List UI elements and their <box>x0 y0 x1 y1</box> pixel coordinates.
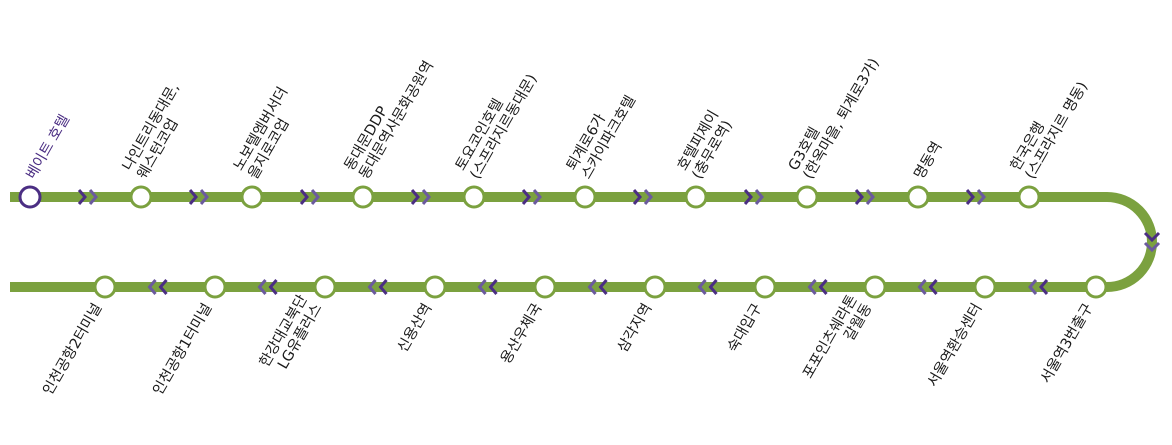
station-label-line: 서울역3번출구 <box>1037 301 1096 387</box>
station-label: 토요코인호텔(스프라지르동대문) <box>452 63 540 182</box>
station-marker <box>573 185 597 209</box>
direction-arrow-outbound <box>743 189 764 205</box>
direction-arrow-return <box>917 279 938 295</box>
station-label-line: 숙대입구 <box>724 301 765 356</box>
station-label-line: 인천공항1터미널 <box>149 301 215 398</box>
start-station-marker <box>18 185 42 209</box>
station-marker <box>313 275 337 299</box>
start-station-label: 베이트 호텔 <box>23 112 73 182</box>
station-label-line: 신용산역 <box>394 301 435 356</box>
station-label: 한국은행(스프라지르 명동) <box>1007 70 1091 182</box>
station-label: 서울역3번출구 <box>1037 301 1096 387</box>
station-label-line: 삼각지역 <box>614 301 655 356</box>
station-marker <box>129 185 153 209</box>
direction-arrow-return <box>257 279 278 295</box>
station-label: 동대문DDP동대문역사문화공원역 <box>341 49 437 182</box>
station-marker <box>93 275 117 299</box>
station-label: 명동역 <box>911 139 946 182</box>
station-label: 숙대입구 <box>724 301 765 356</box>
station-marker <box>906 185 930 209</box>
station-label: 호텔피제이(충무로역) <box>674 107 737 182</box>
station-label: G3호텔(한옥마을, 퇴계로3가) <box>785 47 883 182</box>
station-marker <box>643 275 667 299</box>
station-label: 인천공항1터미널 <box>149 301 215 398</box>
direction-arrow-outbound <box>77 189 98 205</box>
station-marker <box>863 275 887 299</box>
station-marker <box>351 185 375 209</box>
station-label-line: (한옥마을, 퇴계로3가) <box>800 55 883 182</box>
station-marker <box>1017 185 1041 209</box>
direction-arrow-return <box>587 279 608 295</box>
station-marker <box>684 185 708 209</box>
station-marker <box>795 185 819 209</box>
station-label-line: 명동역 <box>911 139 946 182</box>
route-line <box>10 192 1157 292</box>
station-label-line: 용산우체국 <box>497 301 545 367</box>
station-marker <box>973 275 997 299</box>
direction-arrow-outbound <box>632 189 653 205</box>
station-marker <box>240 185 264 209</box>
station-marker <box>533 275 557 299</box>
station-label: 퇴계로6가스카이파크호텔 <box>563 84 639 182</box>
direction-arrow-return <box>367 279 388 295</box>
station-label: 삼각지역 <box>614 301 655 356</box>
station-label: 나인트리동대문,웨스턴코업 <box>119 80 197 182</box>
station-marker <box>462 185 486 209</box>
station-label: 포포인츠쉐라톤갈월동 <box>799 292 875 390</box>
direction-arrow-return <box>147 279 168 295</box>
station-marker <box>423 275 447 299</box>
direction-arrow-outbound <box>299 189 320 205</box>
direction-arrow-return <box>807 279 828 295</box>
direction-arrow-outbound <box>410 189 431 205</box>
direction-arrow-turn <box>1143 231 1161 253</box>
direction-arrow-return <box>477 279 498 295</box>
station-label-line: 인천공항2터미널 <box>39 301 105 398</box>
direction-arrow-outbound <box>854 189 875 205</box>
station-marker <box>1084 275 1108 299</box>
direction-arrow-outbound <box>521 189 542 205</box>
station-label: 한강대교북단LG유플러스 <box>256 292 325 378</box>
station-label-line: 서울역환승센터 <box>924 301 985 390</box>
direction-arrow-return <box>1028 279 1049 295</box>
direction-arrow-outbound <box>188 189 209 205</box>
station-marker <box>203 275 227 299</box>
direction-arrow-return <box>697 279 718 295</box>
station-label: 인천공항2터미널 <box>39 301 105 398</box>
station-marker <box>753 275 777 299</box>
station-label: 신용산역 <box>394 301 435 356</box>
direction-arrow-outbound <box>965 189 986 205</box>
station-label: 서울역환승센터 <box>924 301 985 390</box>
station-label: 용산우체국 <box>497 301 545 367</box>
station-label: 노보텔엠버서더을지로코업 <box>230 84 306 182</box>
